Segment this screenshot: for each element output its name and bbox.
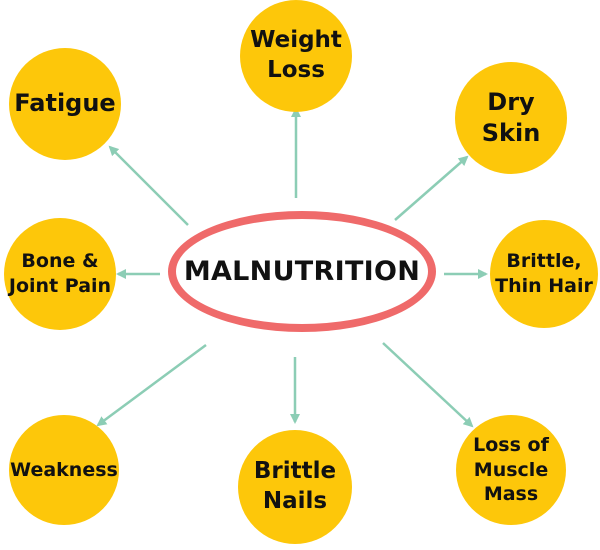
symptom-label: Bone & Joint Pain bbox=[8, 250, 112, 297]
arrow-to-dry-skin bbox=[394, 155, 469, 221]
symptom-label: Fatigue bbox=[14, 89, 116, 118]
symptom-node-loss-of-muscle-mass: Loss of Muscle Mass bbox=[456, 415, 566, 525]
symptom-node-weakness: Weakness bbox=[9, 415, 119, 525]
symptom-node-brittle-thin-hair: Brittle, Thin Hair bbox=[490, 220, 598, 328]
symptom-label: Dry Skin bbox=[481, 87, 541, 147]
symptom-label: Brittle Nails bbox=[253, 458, 337, 514]
center-label: MALNUTRITION bbox=[183, 256, 421, 287]
symptom-label: Brittle, Thin Hair bbox=[495, 250, 593, 297]
symptom-node-weight-loss: Weight Loss bbox=[240, 0, 352, 112]
arrow-to-weakness bbox=[96, 343, 207, 427]
symptom-label: Weight Loss bbox=[250, 27, 342, 83]
symptom-label: Loss of Muscle Mass bbox=[473, 433, 549, 506]
arrow-to-fatigue bbox=[108, 145, 189, 226]
symptom-label: Weakness bbox=[10, 458, 118, 481]
arrow-to-loss-of-muscle-mass bbox=[382, 342, 474, 428]
symptom-node-brittle-nails: Brittle Nails bbox=[238, 430, 352, 544]
symptom-node-bone-joint-pain: Bone & Joint Pain bbox=[4, 218, 116, 330]
center-node: MALNUTRITION bbox=[168, 211, 436, 332]
symptom-node-dry-skin: Dry Skin bbox=[455, 62, 567, 174]
symptom-node-fatigue: Fatigue bbox=[9, 48, 121, 160]
